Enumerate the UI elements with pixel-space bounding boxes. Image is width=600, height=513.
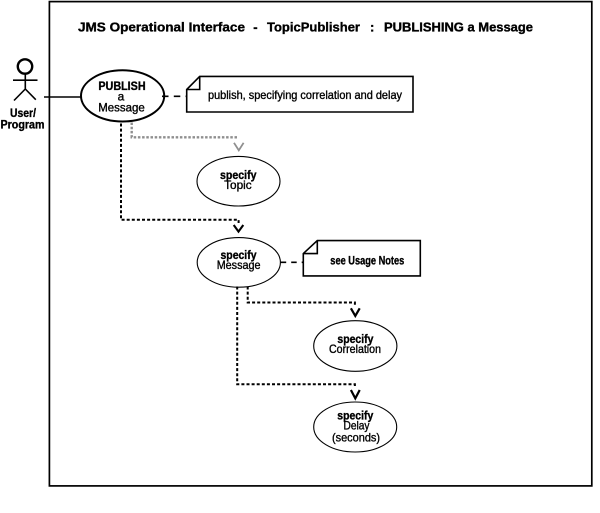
svg-text:User/: User/ (10, 106, 37, 120)
svg-text:-: - (253, 20, 257, 35)
svg-text:see Usage Notes: see Usage Notes (330, 254, 404, 268)
svg-text:Program: Program (1, 117, 45, 131)
svg-text:Message: Message (217, 258, 261, 272)
svg-text::: : (370, 20, 374, 35)
svg-text:JMS Operational Interface: JMS Operational Interface (78, 20, 245, 35)
svg-text:PUBLISH: PUBLISH (98, 79, 145, 93)
svg-text:Message: Message (98, 100, 145, 114)
svg-text:TopicPublisher: TopicPublisher (267, 20, 360, 35)
svg-text:specify: specify (221, 248, 257, 262)
svg-text:Delay: Delay (344, 419, 370, 433)
svg-text:specify: specify (220, 168, 257, 182)
svg-text:a: a (118, 90, 125, 104)
svg-text:publish, specifying correlatio: publish, specifying correlation and dela… (208, 88, 402, 102)
svg-text:(seconds): (seconds) (332, 430, 380, 444)
svg-text:Correlation: Correlation (329, 342, 381, 356)
svg-text:specify: specify (337, 409, 373, 423)
svg-text:Topic: Topic (224, 178, 252, 192)
svg-text:specify: specify (337, 332, 373, 346)
svg-text:PUBLISHING a Message: PUBLISHING a Message (384, 20, 533, 35)
